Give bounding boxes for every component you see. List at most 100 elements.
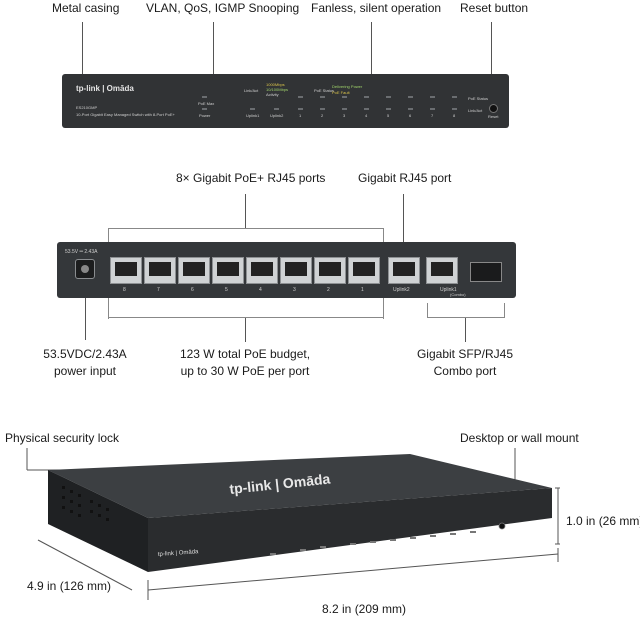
poe-max-led — [202, 96, 207, 98]
metal-casing-label: Metal casing — [52, 1, 120, 15]
link-act2-text: Link/Act — [468, 108, 483, 113]
reset-button-label: Reset button — [460, 1, 529, 15]
poe-status-text: PoE Status — [314, 88, 335, 93]
port-5-link-led — [386, 108, 391, 110]
poe-status2-text: PoE Status — [468, 96, 489, 101]
switch-side-face — [48, 470, 148, 572]
activity-text: Activity — [266, 92, 279, 97]
budget-bracket — [108, 303, 384, 318]
wall-mount-label: Desktop or wall mount — [460, 431, 579, 445]
switch-front-face — [148, 488, 552, 572]
port-6-number: 6 — [409, 113, 412, 118]
uplink1-rj45-port[interactable] — [426, 257, 458, 284]
width-dimension: 8.2 in (209 mm) — [322, 602, 407, 616]
port-4-number: 4 — [365, 113, 368, 118]
uplink2-port[interactable] — [388, 257, 420, 284]
poe-port-3-number: 3 — [293, 287, 296, 293]
poe-ports-label: 8× Gigabit PoE+ RJ45 ports — [176, 171, 326, 185]
port-2-number: 2 — [321, 113, 324, 118]
poe-port-4-number: 4 — [259, 287, 262, 293]
uplink1-text: Uplink1 — [246, 113, 260, 118]
leader-line — [82, 22, 83, 74]
power-text: Power — [199, 113, 211, 118]
poe-fault-text: PoE Fault — [332, 90, 350, 95]
combo-port-label-1: Gigabit SFP/RJ45 — [416, 347, 514, 361]
poe-port-8-number: 8 — [123, 287, 126, 293]
power-input-label-1: 53.5VDC/2.43A — [43, 347, 127, 361]
port-1-poe-led — [298, 96, 303, 98]
poe-budget-label-1: 123 W total PoE budget, — [179, 347, 311, 361]
power-rating-text: 53.5V ═ 2.43A — [65, 249, 98, 255]
poe-port-7-number: 7 — [157, 287, 160, 293]
port-8-number: 8 — [453, 113, 456, 118]
height-dimension: 1.0 in (26 mm) — [566, 514, 640, 528]
leader-line — [491, 22, 492, 106]
poe-budget-label-2: up to 30 W PoE per port — [180, 364, 310, 378]
port-5-poe-led — [386, 96, 391, 98]
port-6-poe-led — [408, 96, 413, 98]
model-description: 10-Port Gigabit Easy Managed Switch with… — [76, 112, 175, 117]
poe-port-4[interactable] — [246, 257, 278, 284]
jack-pin — [81, 265, 89, 273]
poe-port-3[interactable] — [280, 257, 312, 284]
port-4-link-led — [364, 108, 369, 110]
depth-dimension: 4.9 in (126 mm) — [27, 579, 112, 593]
leader-line — [403, 194, 404, 250]
delivering-power-text: Delivering Power — [332, 84, 363, 89]
uplink2-text: Uplink2 — [393, 287, 410, 293]
port-8-poe-led — [452, 96, 457, 98]
leader-line — [465, 318, 466, 342]
poe-port-2-number: 2 — [327, 287, 330, 293]
model-label: ES210GMP — [76, 105, 98, 110]
poe-port-6[interactable] — [178, 257, 210, 284]
leader-line — [85, 298, 86, 340]
port-3-poe-led — [342, 96, 347, 98]
poe-port-6-number: 6 — [191, 287, 194, 293]
dc-power-jack[interactable] — [75, 259, 95, 279]
rj45-port-label: Gigabit RJ45 port — [358, 171, 452, 185]
port-6-link-led — [408, 108, 413, 110]
uplink1-led — [250, 108, 255, 110]
combo-port-label-2: Combo port — [433, 364, 497, 378]
poe-port-7[interactable] — [144, 257, 176, 284]
port-7-link-led — [430, 108, 435, 110]
poe-port-8[interactable] — [110, 257, 142, 284]
poe-port-2[interactable] — [314, 257, 346, 284]
leader-line — [371, 22, 372, 74]
port-2-poe-led — [320, 96, 325, 98]
leader-line — [213, 22, 214, 74]
port-2-link-led — [320, 108, 325, 110]
isometric-drawing: tp-link | Omāda tp-link | Omāda — [26, 448, 560, 600]
switch-top-face — [48, 454, 552, 518]
reset-text: Reset — [488, 114, 499, 119]
poe-max-text: PoE Max — [198, 101, 215, 106]
poe-port-1-number: 1 — [361, 287, 364, 293]
port-7-number: 7 — [431, 113, 434, 118]
poe-port-5[interactable] — [212, 257, 244, 284]
switch-front-panel: tp-link | Omāda ES210GMP 10-Port Gigabit… — [62, 74, 509, 128]
leader-line — [245, 194, 246, 228]
uplink1-text: Uplink1 — [440, 287, 457, 293]
combo-text: (Combo) — [450, 292, 466, 297]
port-1-number: 1 — [299, 113, 302, 118]
poe-port-1[interactable] — [348, 257, 380, 284]
sfp-slot[interactable] — [470, 262, 502, 282]
port-5-number: 5 — [387, 113, 390, 118]
reset-button[interactable] — [489, 104, 498, 113]
vlan-qos-label: VLAN, QoS, IGMP Snooping — [146, 1, 300, 15]
brand-logo: tp-link | Omāda — [76, 84, 134, 93]
link-act-text: Link/Act — [244, 88, 259, 93]
leader-line — [245, 318, 246, 342]
port-7-poe-led — [430, 96, 435, 98]
port-3-number: 3 — [343, 113, 346, 118]
port-1-link-led — [298, 108, 303, 110]
power-led — [202, 108, 207, 110]
combo-bracket — [427, 303, 505, 318]
speed-1000-text: 1000Mbps — [266, 82, 285, 87]
port-3-link-led — [342, 108, 347, 110]
poe-port-5-number: 5 — [225, 287, 228, 293]
port-8-link-led — [452, 108, 457, 110]
uplink2-led — [274, 108, 279, 110]
switch-rear-panel: 53.5V ═ 2.43A 8 7 6 5 4 3 2 1 Uplink2 Uplink1 (… — [57, 242, 516, 298]
security-lock-label: Physical security lock — [5, 431, 120, 445]
